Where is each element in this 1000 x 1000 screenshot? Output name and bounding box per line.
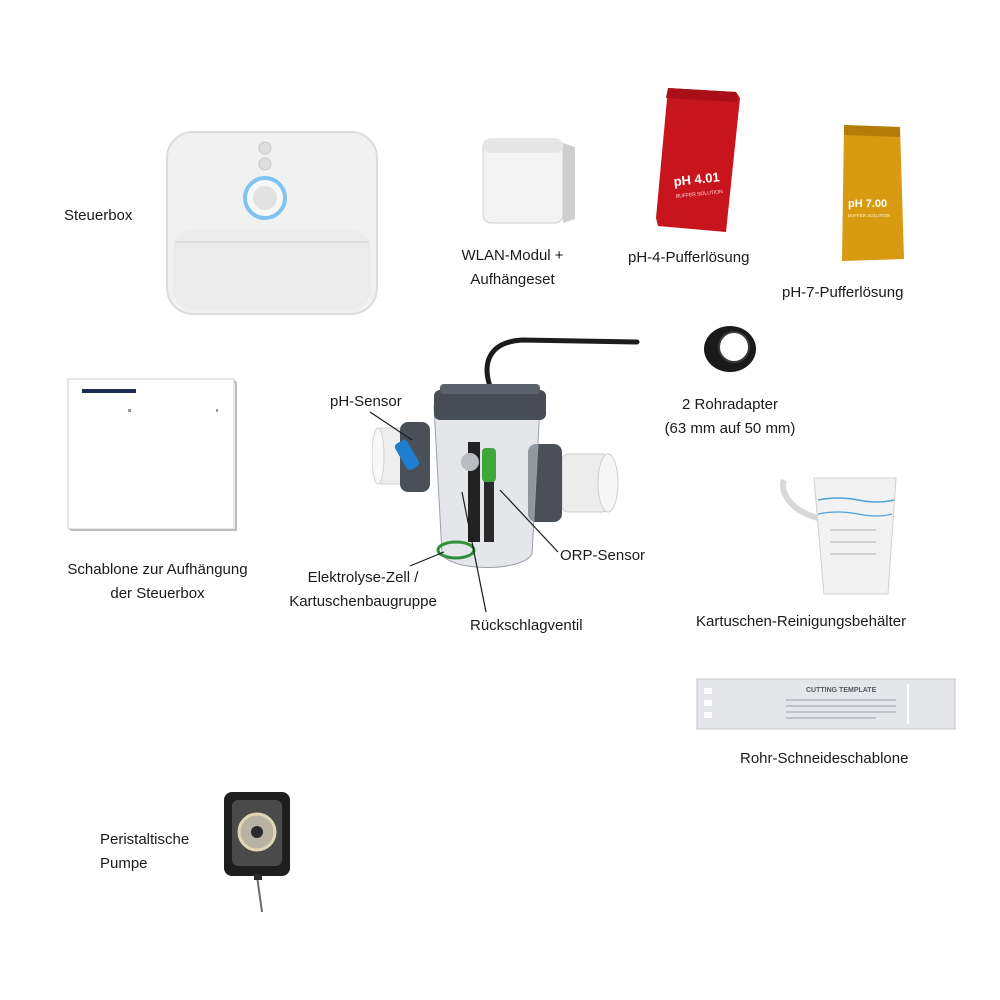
electrolysis-cell-label: Elektrolyse-Zell / Kartuschenbaugruppe — [268, 566, 458, 614]
control-box-label: Steuerbox — [64, 207, 133, 224]
cutting-template-label: Rohr-Schneideschablone — [740, 750, 909, 767]
ph4-sachet-value: pH 4.01 — [673, 169, 721, 189]
wifi-module-label: WLAN-Modul + Aufhängeset — [440, 244, 585, 292]
wifi-module-label-line1: WLAN-Modul + — [461, 247, 564, 264]
cleaning-container-image — [778, 470, 908, 600]
cutting-template-title: CUTTING TEMPLATE — [806, 687, 877, 694]
mounting-template-label-line2: der Steuerbox — [110, 585, 205, 602]
pipe-adapter-label-line1: 2 Rohradapter — [682, 396, 778, 413]
orp-sensor-label: ORP-Sensor — [560, 547, 646, 564]
peristaltic-pump-label: Peristaltische Pumpe — [100, 828, 189, 876]
ph4-sachet-subtitle: BUFFER SOLUTION — [676, 189, 724, 200]
cleaning-container-label: Kartuschen-Reinigungsbehälter — [696, 613, 907, 630]
peristaltic-pump-label-line1: Peristaltische — [100, 831, 190, 848]
ph7-sachet-subtitle: BUFFER SOLUTION — [848, 213, 890, 218]
ph7-sachet-image: pH 7.00 BUFFER SOLUTION — [836, 123, 908, 263]
pipe-adapter-label-line2: (63 mm auf 50 mm) — [664, 420, 796, 437]
electrolysis-cell-image — [372, 332, 642, 582]
peristaltic-pump-label-line2: Pumpe — [100, 855, 148, 872]
mounting-template-label-line1: Schablone zur Aufhängung — [67, 561, 248, 578]
pipe-adapter-image — [700, 323, 760, 375]
ph7-buffer-label: pH-7-Pufferlösung — [782, 284, 904, 301]
ph-sensor-label: pH-Sensor — [330, 393, 402, 410]
cutting-template-image: CUTTING TEMPLATE — [696, 678, 956, 730]
mounting-template-image — [66, 377, 238, 532]
peristaltic-pump-image — [222, 790, 294, 915]
control-box-image — [165, 130, 380, 320]
ph4-buffer-label: pH-4-Pufferlösung — [628, 249, 750, 266]
electrolysis-cell-label-line1: Elektrolyse-Zell / — [307, 569, 419, 586]
mounting-template-label: Schablone zur Aufhängung der Steuerbox — [50, 558, 265, 606]
ph7-sachet-value: pH 7.00 — [848, 198, 887, 210]
electrolysis-cell-label-line2: Kartuschenbaugruppe — [289, 593, 437, 610]
ph4-sachet-image: pH 4.01 BUFFER SOLUTION — [654, 86, 744, 236]
wifi-module-label-line2: Aufhängeset — [470, 271, 555, 288]
check-valve-label: Rückschlagventil — [470, 617, 583, 634]
pipe-adapter-label: 2 Rohradapter (63 mm auf 50 mm) — [640, 393, 820, 441]
wifi-module-image — [480, 133, 580, 228]
